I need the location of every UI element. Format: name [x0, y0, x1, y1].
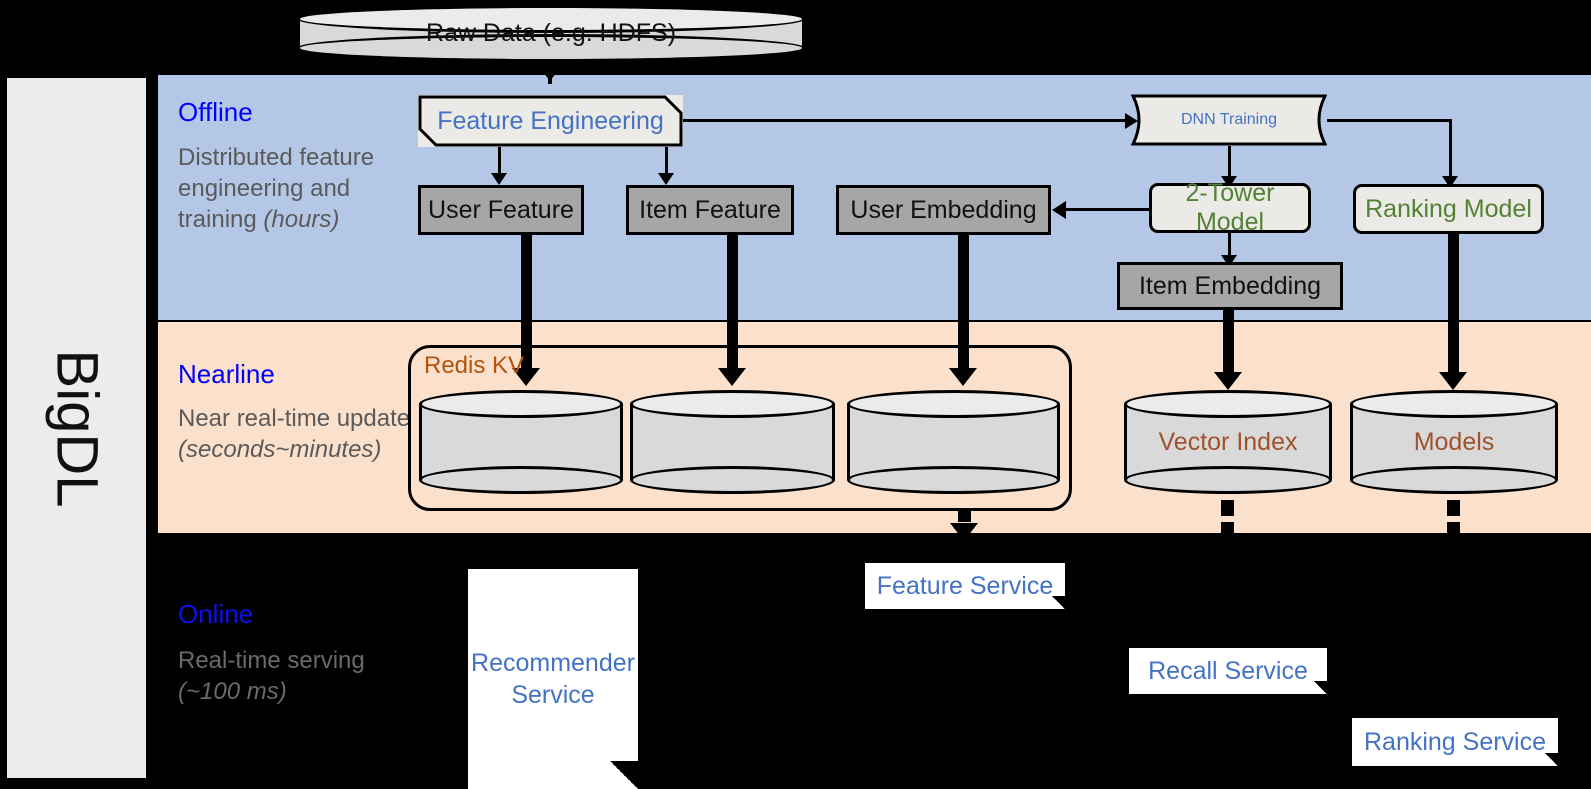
arrowhead-rawdata-fe [536, 63, 564, 81]
online-desc-text: Real-time serving [178, 647, 365, 674]
arrowhead-redis-featureservice [950, 523, 978, 541]
cylinder-top [1350, 390, 1558, 418]
offline-title: Offline [178, 97, 253, 127]
kv-store-1-label [419, 390, 623, 494]
arrowhead-itemfeature-kv2 [718, 368, 746, 386]
user-embedding-node[interactable]: User Embedding [836, 185, 1051, 235]
online-title: Online [178, 599, 254, 629]
feature-service-label: Feature Service [876, 571, 1054, 600]
page-fold-icon [1052, 596, 1065, 609]
connector-twotower-userembedding [1066, 208, 1162, 211]
connector-twotower-itemembedding [1228, 233, 1231, 259]
dashed-segment-vectorindex-2 [1221, 522, 1234, 535]
feature-engineering-node[interactable]: Feature Engineering [418, 95, 683, 147]
connector-itemfeature-kv2 [727, 234, 738, 377]
cylinder-top [419, 390, 623, 418]
two-tower-model-node[interactable]: 2-Tower Model [1149, 179, 1311, 236]
bigdl-rail: BigDL [7, 78, 146, 778]
bigdl-label-text: BigDL [44, 349, 110, 507]
cylinder-bottom [297, 34, 805, 62]
arrowhead-fe-userfeature [491, 173, 507, 185]
models-cylinder[interactable]: Models [1350, 390, 1558, 494]
models-label: Models [1413, 427, 1495, 456]
kv-store-2-cylinder[interactable] [630, 390, 835, 494]
user-embedding-label: User Embedding [850, 195, 1037, 224]
cylinder-bottom [1124, 466, 1332, 494]
user-feature-node[interactable]: User Feature [418, 185, 584, 235]
recall-service-label: Recall Service [1148, 656, 1308, 685]
cylinder-top [630, 390, 835, 418]
recommender-service-node[interactable]: Recommender Service [468, 569, 638, 789]
arrowhead-fe-itemfeature [658, 173, 674, 185]
dnn-training-shape [1131, 94, 1327, 146]
raw-data-cylinder[interactable]: Raw Data (e.g. HDFS) [297, 5, 805, 62]
page-fold-icon [610, 761, 638, 789]
ranking-model-label: Ranking Model [1365, 194, 1532, 223]
offline-desc-em: (hours) [263, 206, 340, 233]
redis-kv-label: Redis KV [424, 352, 525, 379]
connector-userfeature-kv1 [521, 234, 532, 377]
connector-fe-dnn [683, 119, 1126, 122]
connector-fe-itemfeature [665, 147, 668, 175]
item-embedding-label: Item Embedding [1138, 271, 1322, 300]
cylinder-top [1124, 390, 1332, 418]
connector-dnn-ranking-h [1327, 119, 1452, 122]
ranking-service-label: Ranking Service [1363, 727, 1547, 756]
arrowhead-fe-dnn [1125, 113, 1138, 129]
nearline-desc-em: (seconds~minutes) [178, 436, 382, 463]
dashed-segment-models-1 [1447, 500, 1460, 516]
dashed-segment-redis-featureservice [958, 509, 971, 522]
page-fold-icon [1545, 753, 1558, 766]
offline-desc-text: Distributed feature engineering and trai… [178, 144, 375, 233]
user-feature-label: User Feature [428, 195, 574, 224]
nearline-title: Nearline [178, 359, 275, 389]
online-description: Real-time serving (~100 ms) [178, 645, 378, 707]
connector-itemembedding-vectorindex [1223, 309, 1234, 382]
cylinder-bottom [1350, 466, 1558, 494]
vector-index-label: Vector Index [1158, 427, 1298, 456]
arrowhead-userfeature-kv1 [512, 368, 540, 386]
item-feature-label: Item Feature [639, 195, 781, 224]
kv-store-3-label [847, 390, 1060, 494]
page-fold-icon [1314, 681, 1327, 694]
kv-store-1-cylinder[interactable] [419, 390, 623, 494]
vector-index-cylinder[interactable]: Vector Index [1124, 390, 1332, 494]
ranking-service-node[interactable]: Ranking Service [1352, 718, 1558, 766]
item-feature-node[interactable]: Item Feature [626, 185, 794, 235]
item-embedding-node[interactable]: Item Embedding [1117, 262, 1343, 310]
offline-description: Distributed feature engineering and trai… [178, 142, 393, 235]
dashed-segment-vectorindex-1 [1221, 500, 1234, 516]
arrowhead-itemembedding-vectorindex [1214, 372, 1242, 390]
online-desc-em: (~100 ms) [178, 678, 287, 705]
dnn-training-node[interactable]: DNN Training [1131, 94, 1327, 146]
connector-rankingmodel-models [1448, 233, 1459, 382]
arrowhead-userembedding-kv3 [949, 368, 977, 386]
bigdl-label: BigDL [7, 78, 146, 778]
nearline-description: Near real-time update (seconds~minutes) [178, 403, 413, 465]
cylinder-bottom [630, 466, 835, 494]
connector-userembedding-kv3 [958, 234, 969, 377]
nearline-desc-text: Near real-time update [178, 405, 411, 432]
cylinder-top [847, 390, 1060, 418]
raw-data-label: Raw Data (e.g. HDFS) [425, 19, 677, 47]
redis-kv-container[interactable] [408, 345, 1072, 511]
dashed-segment-models-2 [1447, 522, 1460, 535]
feature-engineering-shape [418, 95, 683, 147]
cylinder-bottom [419, 466, 623, 494]
cylinder-bottom [847, 466, 1060, 494]
arrowhead-twotower-userembedding [1052, 201, 1066, 219]
feature-service-node[interactable]: Feature Service [865, 563, 1065, 609]
recommender-service-label: Recommender Service [471, 649, 635, 709]
ranking-model-node[interactable]: Ranking Model [1353, 184, 1544, 234]
kv-store-2-label [630, 390, 835, 494]
cylinder-top [297, 5, 805, 33]
connector-dnn-twotower [1228, 146, 1231, 178]
arrowhead-rankingmodel-models [1439, 372, 1467, 390]
recall-service-node[interactable]: Recall Service [1129, 648, 1327, 694]
connector-dnn-ranking-v [1449, 119, 1452, 179]
kv-store-3-cylinder[interactable] [847, 390, 1060, 494]
two-tower-model-label: 2-Tower Model [1185, 179, 1275, 236]
connector-fe-userfeature [498, 147, 501, 175]
